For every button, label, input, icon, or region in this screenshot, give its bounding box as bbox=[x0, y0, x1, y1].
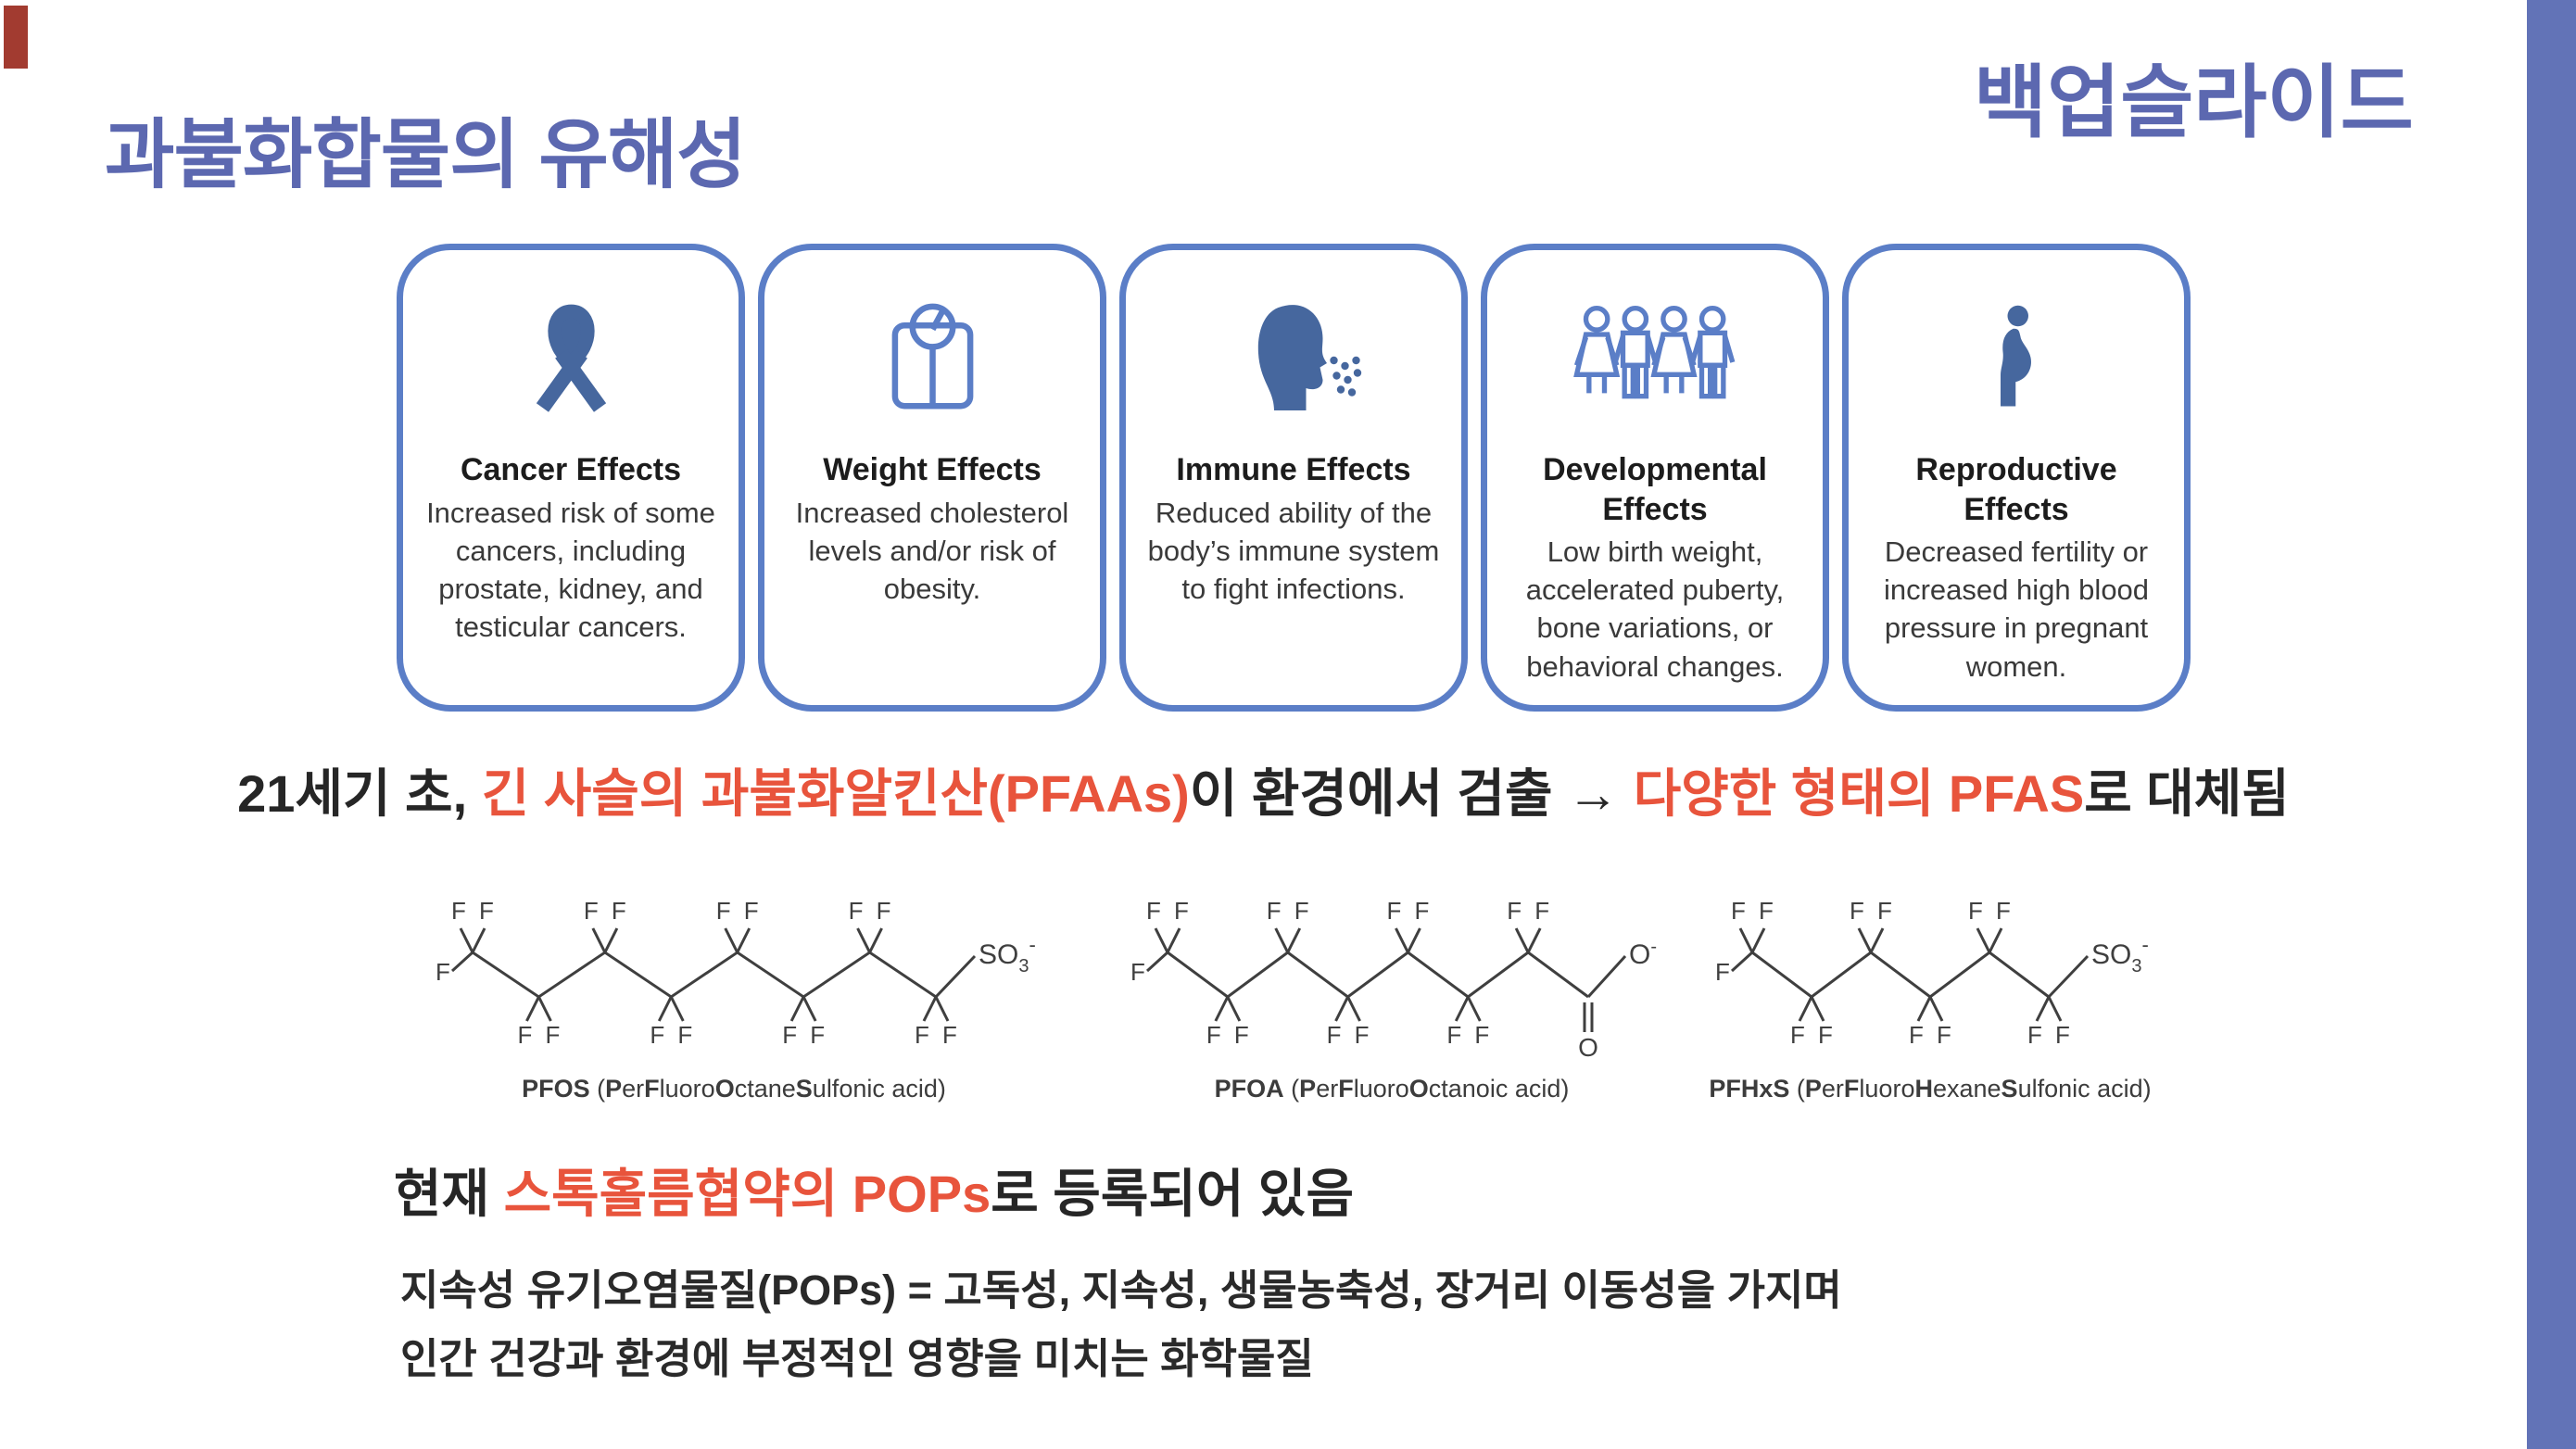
svg-text:F: F bbox=[1414, 897, 1429, 925]
structure-caption-pfhxs: PFHxS (PerFluoroHexaneSulfonic acid) bbox=[1709, 1075, 2152, 1102]
card-title: Weight Effects bbox=[823, 452, 1042, 487]
svg-text:F: F bbox=[1146, 897, 1161, 925]
svg-text:F: F bbox=[849, 897, 864, 925]
svg-text:F: F bbox=[810, 1021, 825, 1049]
svg-text:F: F bbox=[716, 897, 731, 925]
svg-text:F: F bbox=[517, 1021, 532, 1049]
svg-text:F: F bbox=[942, 1021, 957, 1049]
svg-text:F: F bbox=[584, 897, 599, 925]
svg-text:F: F bbox=[479, 897, 494, 925]
svg-text:F: F bbox=[1534, 897, 1549, 925]
backup-slide-label: 백업슬라이드 bbox=[1974, 58, 2414, 147]
svg-text:F: F bbox=[1174, 897, 1189, 925]
svg-text:F: F bbox=[1294, 897, 1309, 925]
card-body: Low birth weight, accelerated puberty, b… bbox=[1525, 536, 1785, 683]
card-title: Immune Effects bbox=[1176, 452, 1411, 487]
svg-text:F: F bbox=[1996, 897, 2011, 925]
corner-accent-bar bbox=[4, 6, 28, 69]
card-title: Cancer Effects bbox=[460, 452, 682, 487]
svg-text:F: F bbox=[677, 1021, 692, 1049]
svg-text:F: F bbox=[744, 897, 759, 925]
cancer-ribbon-icon bbox=[509, 274, 634, 441]
pregnant-woman-icon bbox=[1959, 274, 2075, 441]
svg-text:F: F bbox=[1715, 958, 1730, 986]
structure-caption-pfoa: PFOA (PerFluoroOctanoic acid) bbox=[1214, 1075, 1570, 1102]
card-body: Reduced ability of the body’s immune sys… bbox=[1147, 496, 1440, 605]
pops-definition-line1: 지속성 유기오염물질(POPs) = 고독성, 지속성, 생물농축성, 장거리 … bbox=[400, 1266, 1842, 1314]
card-title: Developmental Effects bbox=[1543, 452, 1767, 527]
card-body: Increased risk of some cancers, includin… bbox=[426, 496, 715, 644]
svg-text:F: F bbox=[915, 1021, 929, 1049]
sneezing-head-icon bbox=[1224, 274, 1363, 441]
svg-text:F: F bbox=[650, 1021, 664, 1049]
svg-text:O: O bbox=[1578, 1033, 1598, 1062]
svg-text:F: F bbox=[1446, 1021, 1461, 1049]
svg-text:F: F bbox=[436, 958, 450, 986]
svg-text:F: F bbox=[1355, 1021, 1370, 1049]
svg-text:F: F bbox=[1850, 897, 1864, 925]
svg-text:F: F bbox=[1234, 1021, 1249, 1049]
weight-scale-icon bbox=[865, 274, 1000, 441]
svg-text:F: F bbox=[1206, 1021, 1221, 1049]
svg-text:F: F bbox=[877, 897, 891, 925]
svg-text:F: F bbox=[612, 897, 626, 925]
svg-text:O-: O- bbox=[1629, 937, 1657, 970]
slide-title: 과불화합물의 유해성 bbox=[105, 113, 747, 197]
svg-text:F: F bbox=[2055, 1021, 2070, 1049]
svg-text:SO3-: SO3- bbox=[2091, 933, 2149, 976]
svg-text:F: F bbox=[545, 1021, 560, 1049]
svg-text:F: F bbox=[1474, 1021, 1489, 1049]
effect-card-reproductive: Reproductive Effects Decreased fertility… bbox=[1842, 244, 2191, 712]
card-body: Increased cholesterol levels and/or risk… bbox=[795, 496, 1069, 605]
stockholm-sentence: 현재 스톡홀름협약의 POPs로 등록되어 있음 bbox=[394, 1165, 1354, 1223]
svg-text:F: F bbox=[1731, 897, 1746, 925]
people-group-icon bbox=[1560, 274, 1750, 441]
svg-text:F: F bbox=[1790, 1021, 1805, 1049]
svg-text:F: F bbox=[1759, 897, 1774, 925]
effect-card-cancer: Cancer Effects Increased risk of some ca… bbox=[397, 244, 745, 712]
detection-sentence: 21세기 초, 긴 사슬의 과불화알킨산(PFAAs)이 환경에서 검출 → 다… bbox=[237, 764, 2290, 823]
effect-card-immune: Immune Effects Reduced ability of the bo… bbox=[1119, 244, 1468, 712]
pops-definition-line2: 인간 건강과 환경에 부정적인 영향을 미치는 화학물질 bbox=[400, 1335, 1314, 1382]
svg-text:F: F bbox=[451, 897, 466, 925]
svg-text:F: F bbox=[1386, 897, 1401, 925]
structure-caption-pfos: PFOS (PerFluoroOctaneSulfonic acid) bbox=[522, 1075, 946, 1102]
card-body: Decreased fertility or increased high bl… bbox=[1883, 536, 2150, 683]
effect-card-developmental: Developmental Effects Low birth weight, … bbox=[1481, 244, 1829, 712]
svg-text:F: F bbox=[1818, 1021, 1833, 1049]
right-accent-bar bbox=[2527, 0, 2576, 1449]
svg-text:SO3-: SO3- bbox=[979, 933, 1036, 976]
svg-text:F: F bbox=[1937, 1021, 1951, 1049]
effect-cards-row: Cancer Effects Increased risk of some ca… bbox=[397, 244, 2191, 712]
svg-text:F: F bbox=[1968, 897, 1983, 925]
svg-text:F: F bbox=[1327, 1021, 1342, 1049]
svg-text:F: F bbox=[1130, 958, 1145, 986]
svg-text:F: F bbox=[1507, 897, 1522, 925]
svg-text:F: F bbox=[1267, 897, 1282, 925]
svg-text:F: F bbox=[1877, 897, 1892, 925]
svg-text:F: F bbox=[782, 1021, 797, 1049]
card-title: Reproductive Effects bbox=[1915, 452, 2117, 527]
effect-card-weight: Weight Effects Increased cholesterol lev… bbox=[758, 244, 1106, 712]
svg-text:F: F bbox=[2027, 1021, 2042, 1049]
svg-text:F: F bbox=[1909, 1021, 1924, 1049]
